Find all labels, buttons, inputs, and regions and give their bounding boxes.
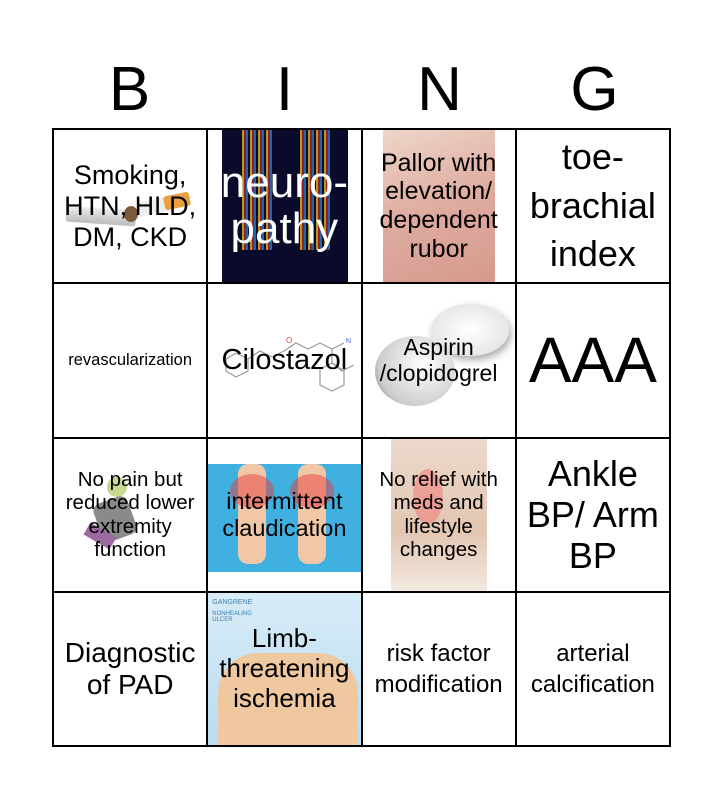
gangrene-foot-image: GANGRENE NONHEALING ULCER — [208, 592, 361, 745]
cigarette-image — [65, 191, 192, 228]
cell-text: Smoking, HTN, HLD, DM, CKD — [64, 159, 197, 252]
leg-pain-image — [390, 438, 487, 591]
leg-nerves-image — [222, 130, 349, 283]
header-letter-n: N — [417, 55, 462, 124]
bingo-grid: Smoking, HTN, HLD, DM, CKD neuro-pathy P… — [52, 128, 671, 747]
cell-text: arterial calcification — [530, 639, 655, 698]
bingo-cell-smoking[interactable]: Smoking, HTN, HLD, DM, CKD — [53, 129, 208, 284]
fallen-person-image — [79, 469, 139, 559]
molecule-structure-image: O N — [225, 336, 355, 392]
aspirin-tablets-image — [363, 284, 515, 436]
svg-text:O: O — [286, 336, 292, 345]
cell-text: intermittent claudication — [222, 487, 347, 541]
bingo-cell-toe-brachial[interactable]: toe-brachial index — [515, 129, 670, 284]
bingo-cell-risk-factor[interactable]: risk factor modification — [361, 591, 516, 746]
cell-text: No pain but reduced lower extremity func… — [65, 467, 195, 562]
cell-text: No relief with meds and lifestyle change… — [379, 467, 498, 562]
bingo-cell-revascularization[interactable]: revascularization — [53, 283, 208, 438]
bingo-cell-pallor[interactable]: Pallor with elevation/ dependent rubor — [361, 129, 516, 284]
cell-text: toe-brachial index — [529, 136, 656, 275]
bingo-cell-aspirin[interactable]: Aspirin /clopidogrel — [361, 283, 516, 438]
bingo-cell-arterial-calcification[interactable]: arterial calcification — [515, 591, 670, 746]
bingo-cell-limb-ischemia[interactable]: GANGRENE NONHEALING ULCER Limb-threateni… — [207, 591, 362, 746]
bingo-cell-no-pain[interactable]: No pain but reduced lower extremity func… — [53, 437, 208, 592]
cell-text: neuro-pathy — [220, 157, 348, 254]
cell-text: Aspirin /clopidogrel — [379, 333, 498, 387]
cell-text: risk factor modification — [374, 639, 503, 698]
image-label-gangrene: GANGRENE — [212, 598, 253, 606]
cell-text: Diagnostic of PAD — [64, 636, 196, 700]
cell-text: revascularization — [68, 350, 193, 369]
cell-text: Cilostazol — [221, 343, 348, 376]
header-letter-g: G — [570, 55, 619, 124]
svg-text:N: N — [346, 338, 351, 345]
bingo-cell-no-relief[interactable]: No relief with meds and lifestyle change… — [361, 437, 516, 592]
calf-pain-image — [208, 463, 361, 572]
red-foot-image — [382, 130, 495, 283]
bingo-cell-neuropathy[interactable]: neuro-pathy — [207, 129, 362, 284]
header-letter-i: I — [275, 55, 294, 124]
bingo-header: B I N G — [52, 52, 672, 128]
image-label-ulcer: NONHEALING ULCER — [212, 610, 252, 623]
bingo-cell-diagnostic[interactable]: Diagnostic of PAD — [53, 591, 208, 746]
cell-text: AAA — [528, 323, 657, 396]
bingo-cell-ankle-bp[interactable]: Ankle BP/ Arm BP — [515, 437, 670, 592]
header-letter-b: B — [108, 55, 151, 124]
cell-text: Limb-threatening ischemia — [219, 623, 350, 713]
bingo-cell-claudication[interactable]: intermittent claudication — [207, 437, 362, 592]
cell-text: Pallor with elevation/ dependent rubor — [379, 148, 498, 263]
bingo-cell-cilostazol[interactable]: O N Cilostazol — [207, 283, 362, 438]
bingo-cell-aaa[interactable]: AAA — [515, 283, 670, 438]
cell-text: Ankle BP/ Arm BP — [526, 452, 659, 577]
